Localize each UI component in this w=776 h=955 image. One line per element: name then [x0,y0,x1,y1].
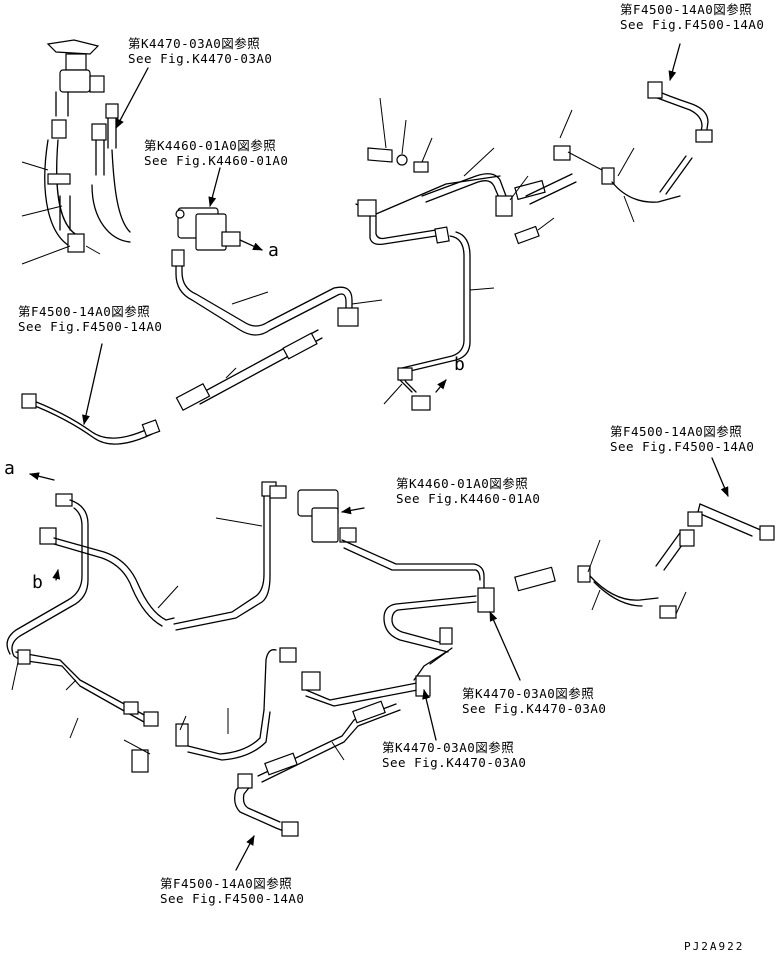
ref-label-f4500-bottom: 第F4500-14A0図参照 See Fig.F4500-14A0 [160,876,304,906]
ref-jp: 第K4460-01A0図参照 [144,138,277,153]
ref-label-k4460-bottom: 第K4460-01A0図参照 See Fig.K4460-01A0 [396,476,540,506]
ref-jp: 第K4470-03A0図参照 [382,740,515,755]
ref-en: See Fig.K4470-03A0 [462,701,607,716]
drawing-code: PJ2A922 [684,940,745,953]
relay-valve-assembly-top [21,207,383,445]
reference-leaders [82,67,221,425]
ref-jp: 第F4500-14A0図参照 [620,2,753,17]
ref-label-k4470-bottom-center: 第K4470-03A0図参照 See Fig.K4470-03A0 [382,740,526,770]
callout-b-bottom: b [32,572,43,593]
ref-jp: 第F4500-14A0図参照 [18,304,151,319]
ref-jp: 第F4500-14A0図参照 [160,876,293,891]
ref-en: See Fig.F4500-14A0 [610,439,755,454]
ref-jp: 第F4500-14A0図参照 [610,424,743,439]
ref-en: See Fig.K4470-03A0 [128,51,273,66]
ref-en: See Fig.F4500-14A0 [620,17,765,32]
callout-a-top: a [268,240,279,261]
ref-label-f4500-bottom-right: 第F4500-14A0図参照 See Fig.F4500-14A0 [610,424,754,454]
top-right-piping [355,43,713,411]
ref-en: See Fig.F4500-14A0 [18,319,163,334]
ref-label-k4460-top: 第K4460-01A0図参照 See Fig.K4460-01A0 [144,138,288,168]
bottom-piping [6,457,775,871]
callout-a-bottom: a [4,458,15,479]
ref-jp: 第K4470-03A0図参照 [462,686,595,701]
ref-en: See Fig.K4460-01A0 [396,491,541,506]
ref-en: See Fig.F4500-14A0 [160,891,305,906]
ref-label-k4470-top: 第K4470-03A0図参照 See Fig.K4470-03A0 [128,36,272,66]
top-left-valve-assembly [21,39,131,265]
ref-label-k4470-bottom-right: 第K4470-03A0図参照 See Fig.K4470-03A0 [462,686,606,716]
ref-jp: 第K4470-03A0図参照 [128,36,261,51]
ref-en: See Fig.K4460-01A0 [144,153,289,168]
ref-label-f4500-left: 第F4500-14A0図参照 See Fig.F4500-14A0 [18,304,162,334]
ref-en: See Fig.K4470-03A0 [382,755,527,770]
callout-b-top: b [454,354,465,375]
ref-jp: 第K4460-01A0図参照 [396,476,529,491]
ref-label-f4500-top-right: 第F4500-14A0図参照 See Fig.F4500-14A0 [620,2,764,32]
